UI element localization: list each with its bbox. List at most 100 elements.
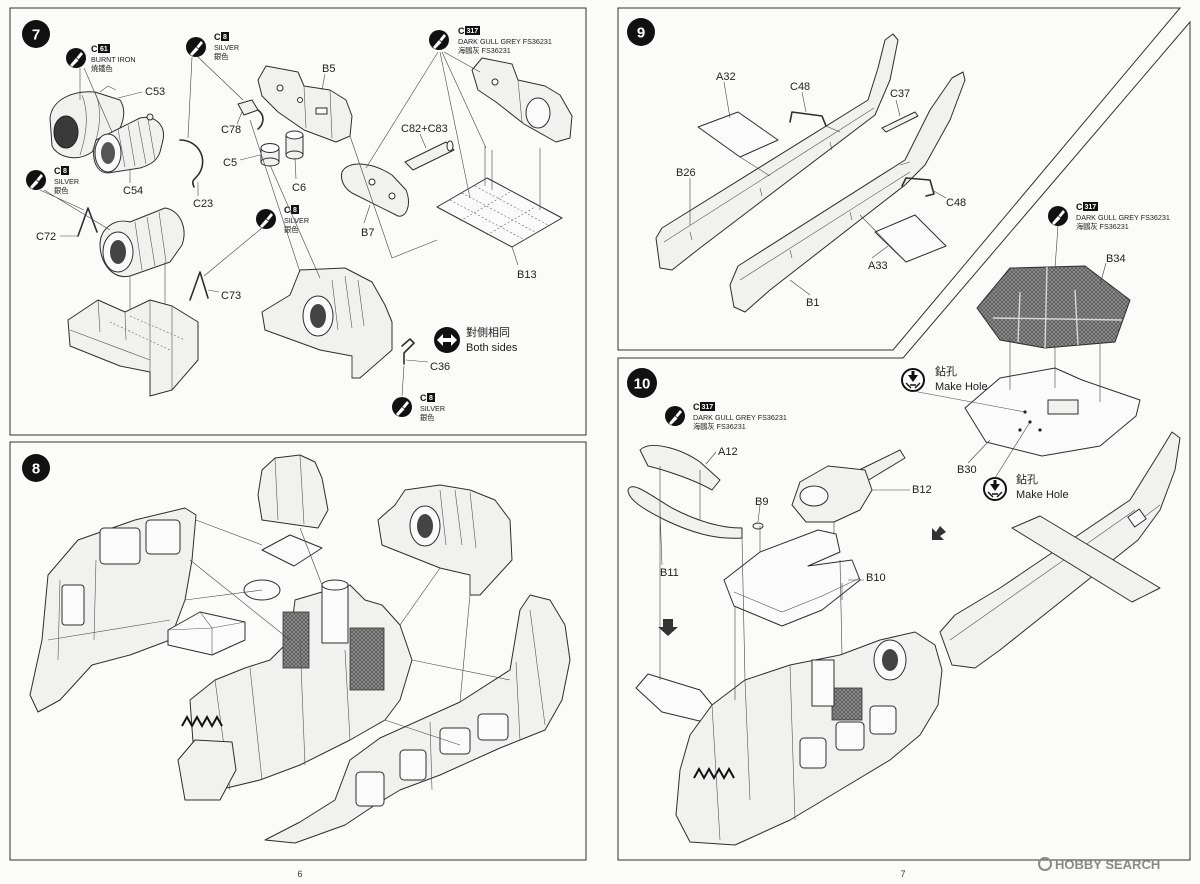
paint-brush-icon (665, 406, 685, 426)
step8-badge: 8 (22, 454, 50, 482)
paint-brush-icon (186, 37, 206, 57)
paint-brush-icon (26, 170, 46, 190)
paint-name-en: DARK GULL GREY FS36231 (458, 37, 552, 46)
paint-callout-silver-top: C 8 SILVER 銀色 (186, 32, 239, 61)
page-number-left: 6 (297, 869, 302, 879)
step7-leader-lines (39, 51, 519, 397)
part-b7-panel (341, 163, 409, 217)
part-a33-plate (874, 214, 947, 263)
engine-deck-assembly (377, 484, 513, 596)
part-c82-c83-rod (404, 140, 455, 171)
step10-leader-lines (659, 225, 1107, 700)
make-hole-note-top: 鉆孔 Make Hole (901, 364, 988, 393)
watermark: HOBBY SEARCH (1038, 857, 1160, 872)
part-engine-deck-left (67, 262, 199, 397)
tail-horizontal-stabilizer (1011, 515, 1161, 603)
fuselage-left-half (29, 507, 197, 713)
label-c48-top: C48 (790, 81, 810, 93)
cabin-floor-box (167, 611, 246, 656)
paint-callout-silver-bottom: C 8 SILVER 銀色 (392, 393, 445, 422)
part-engine-assembly (99, 207, 185, 278)
paint-code: C (54, 166, 61, 176)
page-number-right: 7 (900, 869, 905, 879)
both-sides-en: Both sides (466, 342, 518, 354)
part-rear-bulkhead-grey (471, 57, 573, 143)
label-b34: B34 (1106, 253, 1126, 265)
part-c5 (260, 143, 280, 167)
paint-name-zh: 銀色 (214, 52, 228, 61)
paint-number: 8 (429, 395, 433, 402)
step9-number: 9 (637, 25, 645, 42)
part-c36-rod (401, 338, 415, 365)
paint-name-zh: 海鷗灰 FS36231 (1076, 222, 1129, 231)
label-b13: B13 (517, 269, 537, 281)
step8-panel-frame (9, 441, 587, 861)
paint-name-zh: 海鷗灰 FS36231 (693, 422, 746, 431)
label-b11: B11 (660, 567, 679, 579)
paint-brush-icon (66, 48, 86, 68)
part-a12-windscreen (639, 445, 721, 491)
rear-cabin-wall (257, 454, 329, 529)
label-b9: B9 (755, 496, 768, 508)
label-c73: C73 (221, 290, 241, 302)
paint-callout-dark-gull-grey-step10-left: C 317 DARK GULL GREY FS36231 海鷗灰 FS36231 (665, 402, 787, 431)
watermark-logo-icon (1038, 857, 1052, 871)
both-sides-zh: 對側相同 (466, 325, 510, 339)
part-engine-deck-right (261, 267, 393, 379)
paint-callout-silver-middle: C 8 SILVER 銀色 (256, 205, 309, 234)
label-b12: B12 (912, 484, 932, 496)
make-hole-zh: 鉆孔 (935, 364, 957, 378)
paint-number-badge (700, 402, 715, 411)
paint-name-en: SILVER (214, 43, 239, 52)
part-c78 (237, 99, 264, 130)
paint-number: 8 (293, 207, 297, 214)
label-c6: C6 (292, 182, 306, 194)
label-c72: C72 (36, 231, 56, 243)
paint-callout-silver-left: C 8 SILVER 銀色 (26, 166, 79, 195)
label-c36: C36 (430, 361, 450, 373)
arrow-down-icon (658, 619, 678, 636)
paint-brush-icon (429, 30, 449, 50)
make-hole-note-bottom: 鉆孔 Make Hole (983, 472, 1069, 501)
paint-number: 317 (702, 404, 714, 411)
cabin-upper-box (261, 534, 323, 567)
paint-number: 317 (1085, 204, 1097, 211)
paint-name-en: BURNT IRON (91, 55, 136, 64)
paint-code: C (458, 26, 465, 36)
make-hole-en: Make Hole (1016, 489, 1069, 501)
part-c48-rod-bottom (901, 177, 935, 197)
drill-icon (983, 477, 1007, 501)
paint-brush-icon (256, 209, 276, 229)
paint-number-badge (1083, 202, 1098, 211)
label-c82-c83: C82+C83 (401, 123, 448, 135)
label-b26: B26 (676, 167, 696, 179)
paint-name-zh: 海鷗灰 FS36231 (458, 46, 511, 55)
paint-number: 61 (100, 46, 108, 53)
part-b11-frame (627, 486, 743, 539)
cabin-interior-assembly (177, 579, 413, 801)
part-b5-bulkhead (257, 65, 353, 143)
double-arrow-icon (434, 327, 460, 353)
part-c37 (881, 111, 919, 133)
paint-number-badge (61, 166, 69, 175)
label-a33: A33 (868, 260, 888, 272)
paint-name-zh: 銀色 (420, 413, 434, 422)
label-c23: C23 (193, 198, 213, 210)
paint-number: 8 (223, 34, 227, 41)
paint-callout-dark-gull-grey-step7: C 317 DARK GULL GREY FS36231 海鷗灰 FS36231 (429, 26, 552, 55)
part-c72-rod (77, 207, 98, 237)
paint-code: C (1076, 202, 1083, 212)
paint-code: C (91, 44, 98, 54)
step8-assembly-lines (184, 519, 511, 746)
step10-number: 10 (634, 376, 651, 393)
paint-number: 317 (467, 28, 479, 35)
label-c37: C37 (890, 88, 910, 100)
watermark-text: HOBBY SEARCH (1055, 857, 1160, 872)
step10-badge: 10 (627, 368, 657, 398)
label-a32: A32 (716, 71, 736, 83)
paint-name-zh: 銀色 (54, 186, 68, 195)
paint-name-en: SILVER (54, 177, 79, 186)
part-b13-floor (436, 146, 563, 248)
part-c48-rod-top (789, 111, 827, 127)
